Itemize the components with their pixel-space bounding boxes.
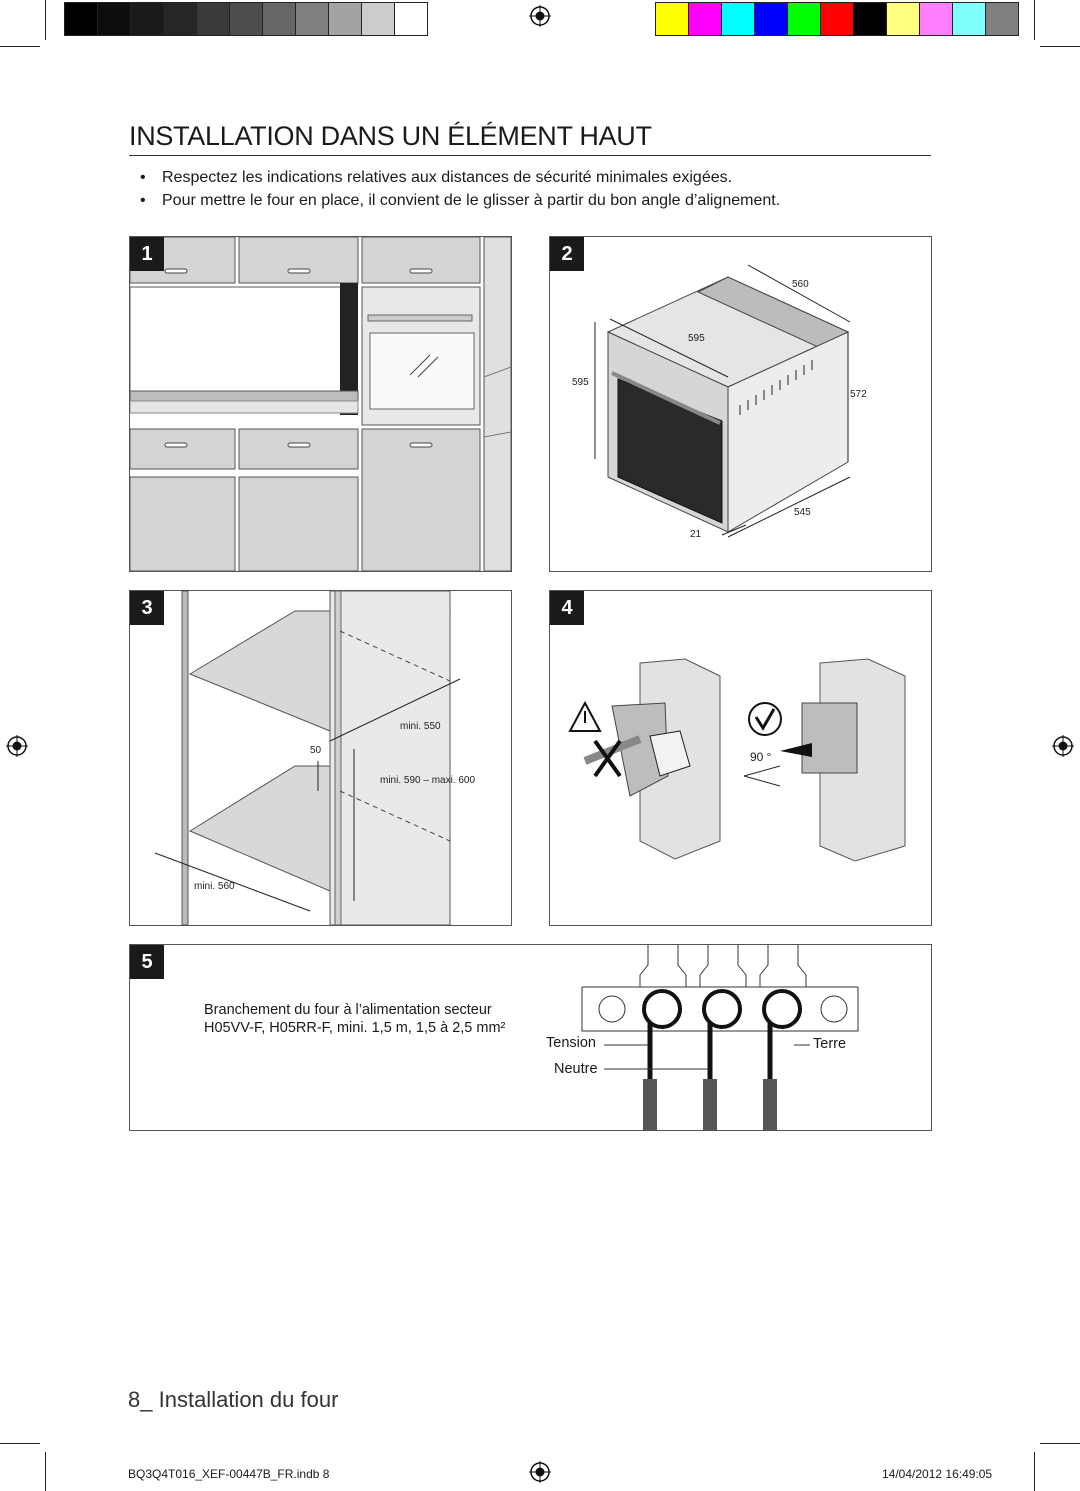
- registration-mark-icon: [529, 5, 551, 27]
- crop-mark: [45, 1452, 46, 1491]
- calibration-swatch: [64, 2, 98, 36]
- panel-number-badge: 1: [130, 237, 164, 271]
- calibration-swatch: [952, 2, 986, 36]
- dim-height-right: 572: [850, 389, 867, 400]
- crop-mark: [45, 0, 46, 40]
- registration-mark-icon: [1052, 735, 1074, 757]
- page-footer-title: 8_ Installation du four: [128, 1387, 338, 1413]
- calibration-swatch: [130, 2, 164, 36]
- calibration-swatch: [328, 2, 362, 36]
- crop-mark: [1034, 0, 1035, 40]
- bullet-text: Respectez les indications relatives aux …: [162, 169, 733, 186]
- dim-min-depth: mini. 550: [400, 721, 441, 732]
- figure-panel-3: mini. 550 50 mini. 590 – maxi. 600 mini.…: [129, 590, 512, 926]
- bullet-item: • Respectez les indications relatives aux…: [140, 169, 732, 187]
- calibration-swatch: [295, 2, 329, 36]
- calibration-swatch: [985, 2, 1019, 36]
- file-info: BQ3Q4T016_XEF-00447B_FR.indb 8: [128, 1467, 330, 1481]
- section-name: Installation du four: [158, 1387, 339, 1412]
- calibration-swatch: [787, 2, 821, 36]
- crop-mark: [1040, 1443, 1080, 1444]
- calibration-swatch: [688, 2, 722, 36]
- crop-mark: [1040, 46, 1080, 47]
- calibration-swatch: [163, 2, 197, 36]
- crop-mark: [0, 1443, 40, 1444]
- label-tension: Tension: [546, 1035, 596, 1051]
- registration-mark-icon: [6, 735, 28, 757]
- calibration-swatch: [361, 2, 395, 36]
- print-timestamp: 14/04/2012 16:49:05: [882, 1467, 993, 1481]
- calibration-swatch: [196, 2, 230, 36]
- figure-panel-2: 560 595 595 572 545 21 2: [549, 236, 932, 572]
- checkmark-icon: [748, 702, 782, 736]
- kitchen-cabinet-illustration: [130, 237, 511, 571]
- registration-mark-icon: [529, 1461, 551, 1483]
- terminal-block-illustration: [581, 945, 859, 1130]
- calibration-swatch: [886, 2, 920, 36]
- bullet-text: Pour mettre le four en place, il convien…: [162, 192, 781, 209]
- calibration-swatch: [853, 2, 887, 36]
- insertion-angle-illustration: 90 °: [550, 591, 931, 925]
- calibration-swatch: [820, 2, 854, 36]
- bullet-symbol: •: [140, 192, 146, 209]
- calibration-swatch: [919, 2, 953, 36]
- figure-panel-4: 90 ° 4: [549, 590, 932, 926]
- dim-gap: 50: [310, 745, 322, 756]
- panel-number-badge: 3: [130, 591, 164, 625]
- calibration-swatch: [97, 2, 131, 36]
- panel-number-badge: 5: [130, 945, 164, 979]
- page-number: 8_: [128, 1387, 153, 1412]
- title-underline: [129, 155, 931, 156]
- dim-offset: 21: [690, 529, 702, 540]
- bullet-item: • Pour mettre le four en place, il convie…: [140, 192, 780, 210]
- calibration-swatch: [655, 2, 689, 36]
- dim-height: mini. 590 – maxi. 600: [380, 775, 475, 786]
- calibration-swatch: [262, 2, 296, 36]
- niche-dimensions-illustration: mini. 550 50 mini. 590 – maxi. 600 mini.…: [130, 591, 511, 925]
- calibration-swatch: [229, 2, 263, 36]
- crop-mark: [1034, 1452, 1035, 1491]
- wiring-instructions: Branchement du four à l’alimentation sec…: [204, 1002, 506, 1036]
- dim-front-width: 595: [688, 333, 705, 344]
- figure-panel-5: 5 Branchement du four à l’alimentation s…: [129, 944, 932, 1131]
- label-neutre: Neutre: [554, 1061, 598, 1077]
- calibration-swatch: [721, 2, 755, 36]
- dim-depth: 545: [794, 507, 811, 518]
- oven-dimensions-illustration: 560 595 595 572 545 21: [550, 237, 931, 571]
- figure-panel-1: 1: [129, 236, 512, 572]
- dim-height-left: 595: [572, 377, 589, 388]
- panel-number-badge: 4: [550, 591, 584, 625]
- dim-width: mini. 560: [194, 881, 235, 892]
- crop-mark: [0, 46, 40, 47]
- calibration-swatch: [394, 2, 428, 36]
- page-title: INSTALLATION DANS UN ÉLÉMENT HAUT: [129, 121, 652, 151]
- calibration-swatch: [754, 2, 788, 36]
- panel-number-badge: 2: [550, 237, 584, 271]
- dim-top-width: 560: [792, 279, 809, 290]
- angle-label: 90 °: [750, 750, 772, 764]
- label-terre: Terre: [813, 1036, 847, 1052]
- bullet-symbol: •: [140, 169, 146, 186]
